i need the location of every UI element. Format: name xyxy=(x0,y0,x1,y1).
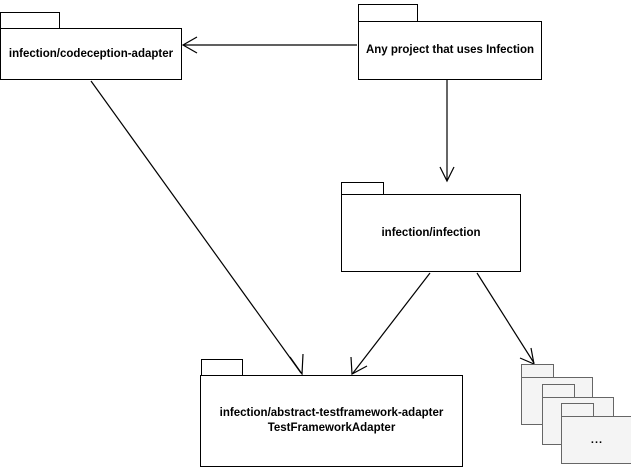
package-body: infection/codeception-adapter xyxy=(0,28,182,80)
package-tab xyxy=(358,4,418,22)
package-codeception-adapter[interactable]: infection/codeception-adapter xyxy=(0,12,182,80)
card-tab xyxy=(521,364,554,378)
stack-card-front[interactable]: ... xyxy=(561,403,631,464)
package-tab xyxy=(0,12,60,29)
package-body: infection/abstract-testframework-adapter… xyxy=(200,375,463,467)
card-tab xyxy=(561,403,594,417)
package-body: infection/infection xyxy=(341,194,521,272)
package-any-project[interactable]: Any project that uses Infection xyxy=(358,4,542,80)
package-tab xyxy=(201,359,243,376)
edge-any-project-to-codeception-adapter xyxy=(181,36,357,54)
package-body: Any project that uses Infection xyxy=(358,21,542,80)
card-body: ... xyxy=(561,416,631,464)
edge-any-project-to-infection xyxy=(439,80,455,183)
edge-codeception-adapter-to-abstract-adapter xyxy=(90,80,304,376)
package-abstract-testframework-adapter[interactable]: infection/abstract-testframework-adapter… xyxy=(200,359,463,467)
card-tab xyxy=(542,384,575,398)
card-label: ... xyxy=(590,434,604,446)
package-tab xyxy=(341,182,384,195)
edge-infection-to-other-adapters xyxy=(476,272,535,365)
package-label: Any project that uses Infection xyxy=(365,44,535,56)
package-infection-infection[interactable]: infection/infection xyxy=(341,182,521,272)
package-label: infection/abstract-testframework-adapter… xyxy=(219,407,444,434)
package-label: infection/infection xyxy=(381,226,481,239)
package-label: infection/codeception-adapter xyxy=(8,47,174,60)
